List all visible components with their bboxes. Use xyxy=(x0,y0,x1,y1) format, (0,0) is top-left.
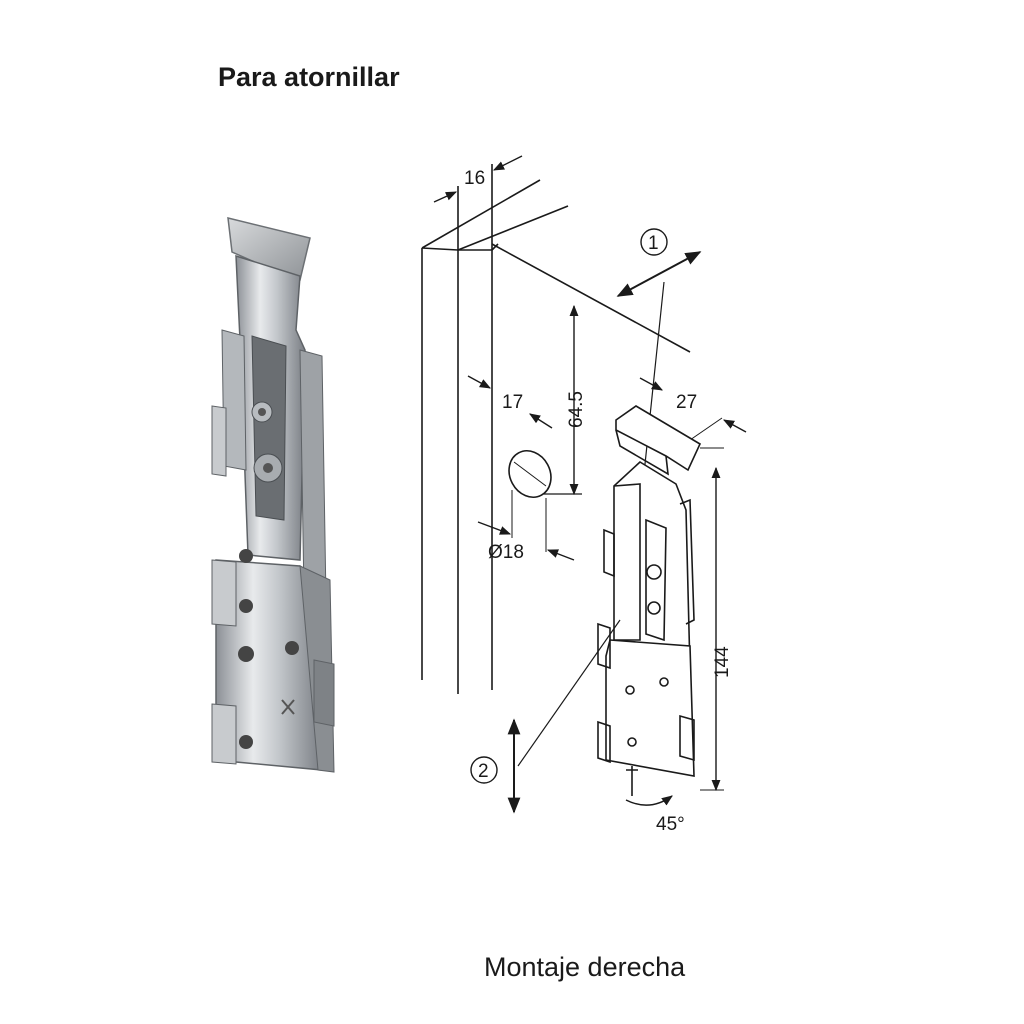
dim-label-16: 16 xyxy=(464,168,485,189)
dim-label-diameter-18: Ø18 xyxy=(488,542,524,563)
cabinet-panel xyxy=(421,164,691,694)
adjustment-callout-1: 1 xyxy=(616,228,702,513)
hinge-bracket-photo xyxy=(211,217,335,773)
adjustment-callout-2: 2 xyxy=(470,619,621,814)
mounting-caption: Montaje derecha xyxy=(484,952,686,982)
dimension-angle-45: 45° xyxy=(625,795,685,835)
dim-label-144: 144 xyxy=(712,646,733,678)
dim-label-27: 27 xyxy=(676,392,697,413)
dim-label-64-5: 64.5 xyxy=(566,391,587,428)
dimension-64-5: 64.5 xyxy=(544,304,587,496)
dimension-144: 144 xyxy=(700,447,733,792)
hinge-bracket-drawing xyxy=(597,405,702,796)
callout-label-2: 2 xyxy=(478,761,489,782)
dim-label-17: 17 xyxy=(502,392,523,413)
dimension-16: 16 xyxy=(433,155,523,203)
dimension-27: 27 xyxy=(639,377,747,441)
dimension-17: 17 xyxy=(467,375,553,520)
page-title: Para atornillar xyxy=(218,62,400,92)
dim-label-angle-45: 45° xyxy=(656,814,685,835)
drill-hole xyxy=(508,450,552,498)
callout-label-1: 1 xyxy=(648,233,659,254)
dimension-diameter-18: Ø18 xyxy=(477,490,575,563)
